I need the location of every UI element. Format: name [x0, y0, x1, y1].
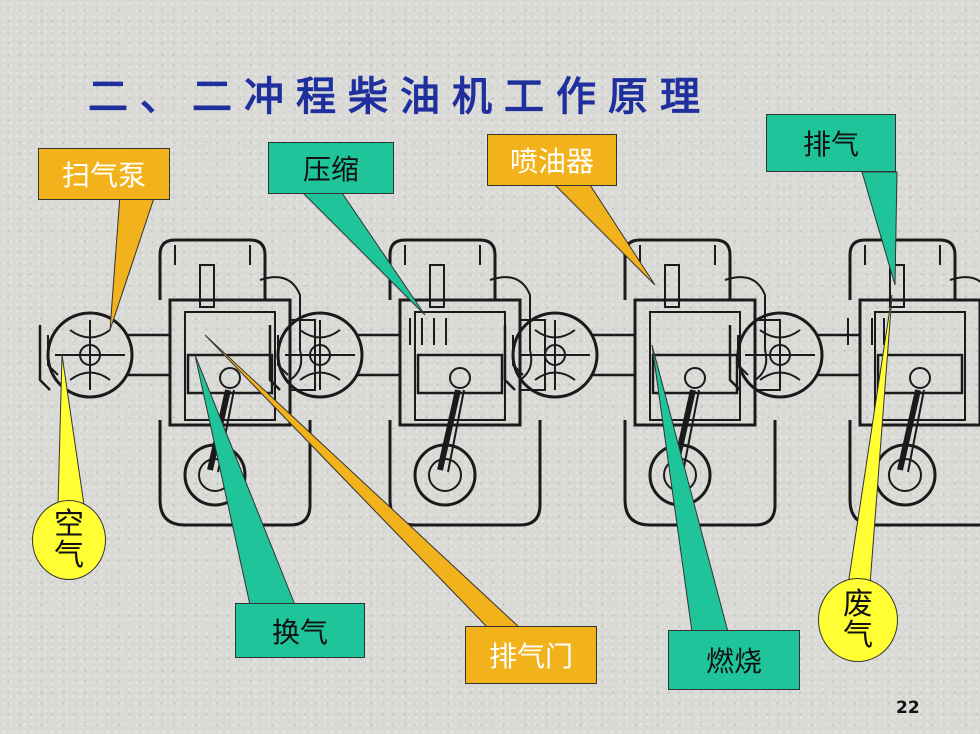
- callout-compression: 压缩: [268, 142, 394, 194]
- engine-stage-combustion: [505, 240, 780, 525]
- pointer-compression: [298, 189, 426, 316]
- circle-air-label: 空气: [54, 506, 84, 573]
- page-number: 22: [896, 698, 920, 718]
- engine-stage-exhaust: [730, 240, 980, 525]
- pointer-exhaust: [861, 171, 898, 286]
- pointer-injector: [553, 184, 656, 286]
- pointer-combustion: [651, 344, 729, 633]
- callout-injector: 喷油器: [487, 134, 617, 186]
- callout-combustion-label: 燃烧: [705, 645, 762, 678]
- callout-scavenging: 换气: [235, 603, 365, 658]
- slide-title: 二、二冲程柴油机工作原理: [88, 73, 712, 120]
- circle-waste-gas-label: 废气: [843, 586, 873, 653]
- callout-injector-label: 喷油器: [509, 145, 594, 178]
- pointer-air: [57, 354, 85, 506]
- circle-waste-gas: 废气: [818, 578, 898, 662]
- callout-scavenge-pump-label: 扫气泵: [61, 159, 146, 192]
- pointer-scavenge-pump: [109, 194, 156, 331]
- callout-exhaust-valve-label: 排气门: [488, 640, 573, 673]
- circle-air: 空气: [32, 500, 106, 580]
- pointer-waste-gas: [847, 294, 893, 586]
- callout-compression-label: 压缩: [302, 153, 359, 186]
- callout-scavenging-label: 换气: [271, 615, 328, 649]
- callout-exhaust-valve: 排气门: [465, 626, 597, 684]
- callout-exhaust-label: 排气: [802, 128, 859, 161]
- callout-scavenge-pump: 扫气泵: [38, 148, 170, 200]
- callout-exhaust: 排气: [766, 114, 896, 172]
- callout-combustion: 燃烧: [668, 630, 800, 690]
- engine-stage-compression: [270, 240, 545, 525]
